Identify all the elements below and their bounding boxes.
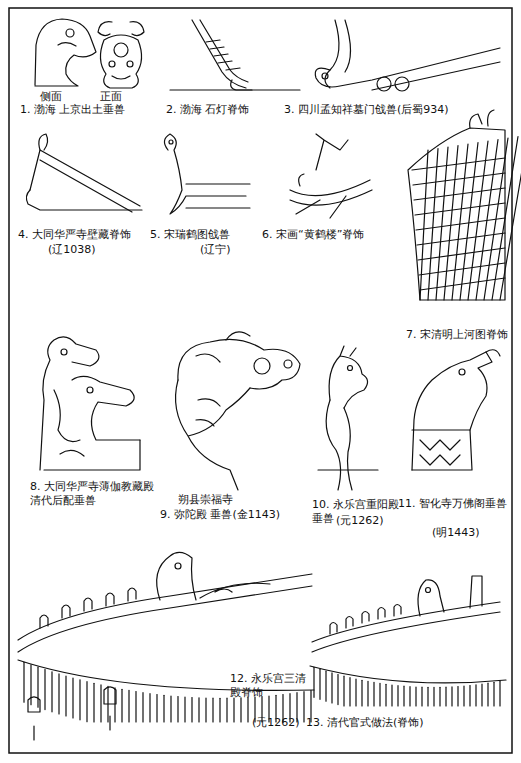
caption: 4. 大同华严寺壁藏脊饰 bbox=[18, 228, 148, 242]
ridge-beast-figure bbox=[318, 346, 378, 490]
caption: 正面 bbox=[100, 90, 140, 104]
caption: 12. 永乐宫三清殿脊饰 bbox=[230, 672, 310, 701]
caption: 13. 清代官式做法(脊饰) bbox=[306, 716, 506, 730]
ridge-beast-figure bbox=[164, 134, 250, 214]
caption: 朔县崇福寺 bbox=[178, 493, 288, 507]
ridge-ornament-figure bbox=[290, 134, 372, 218]
caption: 11. 智化寺万佛阁垂兽 bbox=[398, 497, 508, 511]
caption: 2. 渤海 石灯脊饰 bbox=[166, 103, 281, 117]
ridge-beast-figure bbox=[35, 19, 144, 88]
ridge-beast-figure bbox=[315, 20, 500, 91]
roof-figure bbox=[310, 576, 506, 706]
caption: (明1443) bbox=[432, 526, 502, 540]
caption: 9. 弥陀殿 垂兽(金1143) bbox=[160, 508, 320, 522]
roof-figure bbox=[18, 552, 314, 740]
caption: 6. 宋画“黄鹤楼”脊饰 bbox=[262, 228, 397, 242]
ridge-beast-figure bbox=[412, 350, 500, 470]
ridge-beast-figure bbox=[176, 332, 300, 490]
caption: 3. 四川孟知祥墓门戗兽(后蜀934) bbox=[284, 103, 499, 117]
roof-ornament-figure bbox=[26, 134, 142, 212]
caption: 侧面 bbox=[40, 90, 80, 104]
caption: 1. 渤海 上京出土垂兽 bbox=[20, 103, 170, 117]
caption: (元1262) bbox=[336, 514, 406, 528]
caption: 7. 宋清明上河图脊饰 bbox=[406, 328, 510, 342]
caption: 8. 大同华严寺薄伽教藏殿清代后配垂兽 bbox=[30, 480, 158, 509]
frame bbox=[9, 8, 512, 753]
ridge-beast-figure bbox=[40, 337, 140, 470]
caption: 5. 宋瑞鹤图戗兽 bbox=[150, 228, 260, 242]
caption: (辽宁) bbox=[200, 243, 260, 257]
ridge-ornament-figure bbox=[170, 20, 300, 90]
caption: (辽1038) bbox=[48, 243, 118, 257]
roof-figure bbox=[408, 110, 521, 300]
